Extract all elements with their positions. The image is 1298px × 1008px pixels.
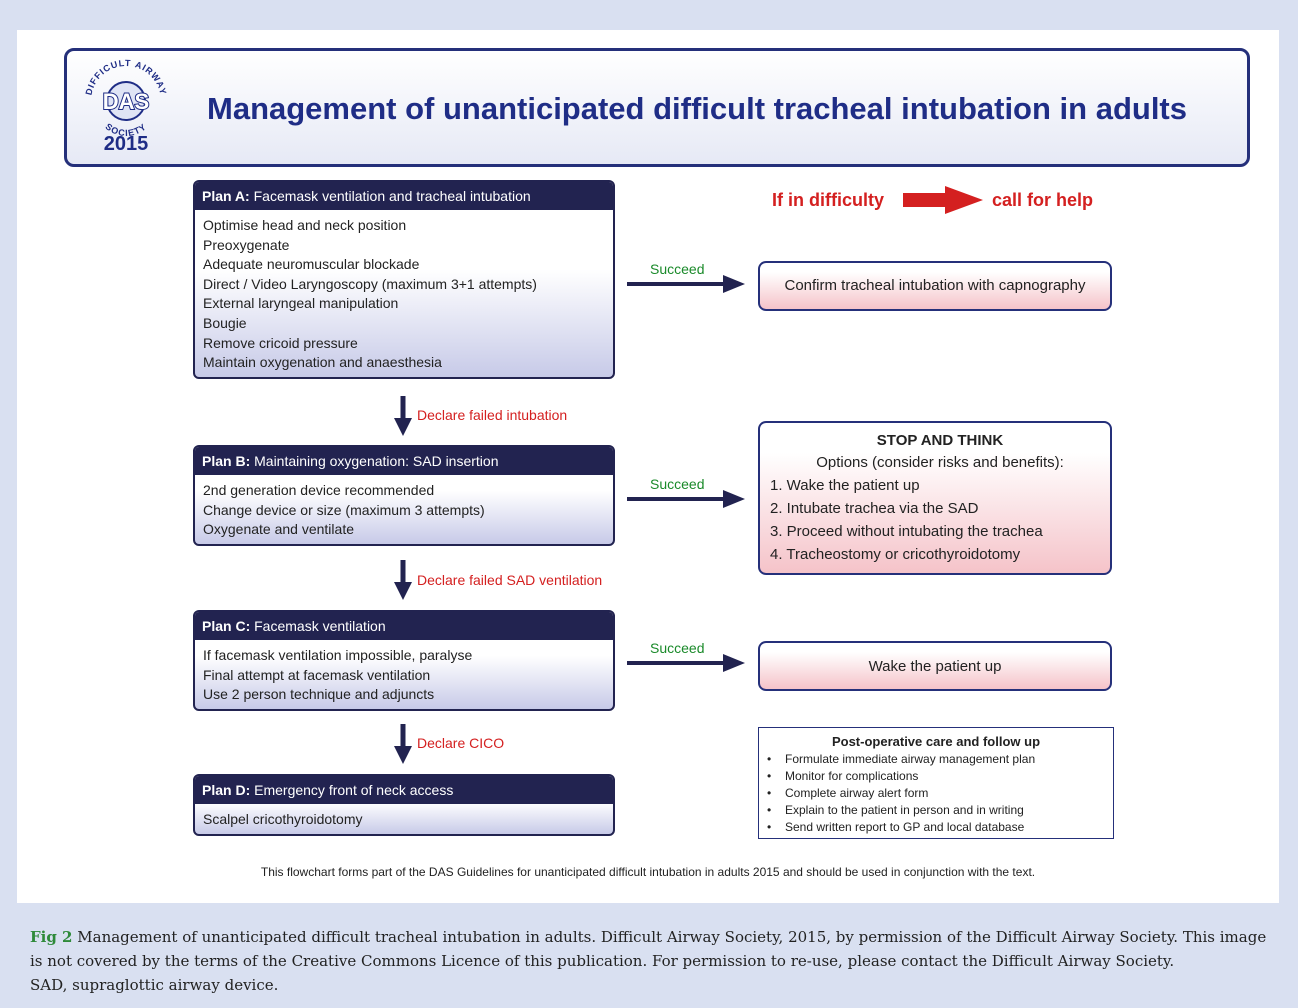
plan-d-box: Plan D: Emergency front of neck access S…	[193, 774, 615, 836]
plan-d-item: Scalpel cricothyroidotomy	[203, 811, 363, 827]
plan-d-header: Plan D: Emergency front of neck access	[195, 776, 613, 804]
down-arrow-a-icon	[394, 396, 412, 436]
plan-b-prefix: Plan B:	[202, 453, 251, 469]
succeed-label-a: Succeed	[650, 261, 705, 277]
plan-a-item: Optimise head and neck position	[203, 217, 407, 233]
help-right-text: call for help	[992, 190, 1094, 210]
succeed-arrow-b-icon	[627, 490, 745, 508]
caption-label: Fig 2	[30, 928, 73, 946]
plan-a-item: Direct / Video Laryngoscopy (maximum 3+1…	[203, 275, 537, 292]
plan-a-item: Adequate neuromuscular blockade	[203, 256, 420, 273]
plan-c-item: Final attempt at facemask ventilation	[203, 666, 431, 683]
das-logo-emblem: DIFFICULT AIRWAY SOCIETY DAS	[83, 58, 167, 138]
succeed-label-c: Succeed	[650, 640, 705, 656]
plan-a-header: Plan A: Facemask ventilation and trachea…	[195, 182, 613, 210]
down-arrow-b-icon	[394, 560, 412, 600]
plan-c-header: Plan C: Facemask ventilation	[195, 612, 613, 640]
plan-a-item: Maintain oxygenation and anaesthesia	[203, 354, 442, 371]
help-left-text: If in difficulty	[772, 190, 884, 210]
plan-c-prefix: Plan C:	[202, 618, 251, 634]
svg-text:SOCIETY: SOCIETY	[104, 121, 149, 137]
stop-think-box: STOP AND THINK Options (consider risks a…	[758, 421, 1112, 575]
logo-year: 2015	[103, 133, 149, 155]
plan-a-box: Plan A: Facemask ventilation and trachea…	[193, 180, 615, 379]
plan-a-list: Optimise head and neck position Preoxyge…	[195, 210, 613, 377]
plan-b-item: Change device or size (maximum 3 attempt…	[203, 501, 485, 518]
post-op-box: Post-operative care and follow up Formul…	[758, 727, 1114, 839]
succeed-arrow-c-icon	[627, 654, 745, 672]
stop-option: 4. Tracheostomy or cricothyroidotomy	[770, 546, 1021, 563]
wake-text: Wake the patient up	[868, 658, 1002, 675]
stop-option: 3. Proceed without intubating the trache…	[770, 523, 1043, 540]
plan-d-title: Emergency front of neck access	[254, 782, 454, 798]
succeed-arrow-a-icon	[627, 275, 745, 293]
page-title: Management of unanticipated difficult tr…	[207, 91, 1187, 126]
confirm-text: Confirm tracheal intubation with capnogr…	[784, 277, 1086, 294]
flow-arrows	[394, 186, 983, 764]
wake-box: Wake the patient up	[758, 641, 1112, 691]
post-op-item: Monitor for complications	[767, 768, 1113, 785]
stop-option: 1. Wake the patient up	[770, 477, 920, 494]
plan-c-list: If facemask ventilation impossible, para…	[195, 640, 613, 709]
plan-b-item: Oxygenate and ventilate	[203, 521, 354, 538]
plan-a-title: Facemask ventilation and tracheal intuba…	[253, 188, 531, 204]
declare-cico: Declare CICO	[417, 735, 505, 751]
plan-b-header: Plan B: Maintaining oxygenation: SAD ins…	[195, 447, 613, 475]
plan-a-prefix: Plan A:	[202, 188, 250, 204]
figure-caption: Fig 2 Management of unanticipated diffic…	[30, 925, 1280, 997]
post-op-item: Complete airway alert form	[767, 785, 1113, 802]
caption-text: Management of unanticipated difficult tr…	[30, 928, 1267, 970]
succeed-label-b: Succeed	[650, 476, 705, 492]
plan-b-item: 2nd generation device recommended	[203, 482, 435, 498]
plan-c-box: Plan C: Facemask ventilation If facemask…	[193, 610, 615, 711]
header-box: DIFFICULT AIRWAY SOCIETY DAS 2015 Manage…	[64, 48, 1250, 167]
plan-c-item: If facemask ventilation impossible, para…	[203, 647, 473, 663]
stop-subtitle: Options (consider risks and benefits):	[816, 454, 1064, 471]
declare-failed-sad: Declare failed SAD ventilation	[417, 572, 603, 588]
plan-b-box: Plan B: Maintaining oxygenation: SAD ins…	[193, 445, 615, 546]
logo-letters: DAS	[103, 89, 149, 114]
caption-line2: SAD, supraglottic airway device.	[30, 976, 279, 994]
post-op-item: Formulate immediate airway management pl…	[767, 751, 1113, 768]
plan-c-title: Facemask ventilation	[254, 618, 386, 634]
plan-c-item: Use 2 person technique and adjuncts	[203, 686, 435, 703]
confirm-box: Confirm tracheal intubation with capnogr…	[758, 261, 1112, 311]
plan-a-item: Bougie	[203, 314, 247, 331]
plan-a-item: Remove cricoid pressure	[203, 334, 358, 351]
declare-failed-intubation: Declare failed intubation	[417, 407, 568, 423]
post-op-item: Explain to the patient in person and in …	[767, 802, 1113, 819]
help-arrow-icon	[903, 186, 983, 214]
plan-b-list: 2nd generation device recommended Change…	[195, 475, 613, 544]
down-arrow-c-icon	[394, 724, 412, 764]
plan-a-item: Preoxygenate	[203, 236, 290, 253]
plan-a-item: External laryngeal manipulation	[203, 295, 399, 312]
post-op-title: Post-operative care and follow up	[831, 734, 1041, 749]
stop-option: 2. Intubate trachea via the SAD	[770, 500, 979, 517]
post-op-list: Formulate immediate airway management pl…	[767, 751, 1113, 836]
plan-d-prefix: Plan D:	[202, 782, 251, 798]
post-op-item: Send written report to GP and local data…	[767, 819, 1113, 836]
plan-b-title: Maintaining oxygenation: SAD insertion	[254, 453, 499, 469]
plan-d-list: Scalpel cricothyroidotomy	[195, 804, 613, 834]
figure-panel: DIFFICULT AIRWAY SOCIETY DAS 2015 Manage…	[17, 30, 1279, 903]
das-logo: DIFFICULT AIRWAY SOCIETY DAS 2015	[81, 57, 171, 161]
stop-title: STOP AND THINK	[876, 432, 1004, 449]
footer-note: This flowchart forms part of the DAS Gui…	[260, 865, 1036, 879]
